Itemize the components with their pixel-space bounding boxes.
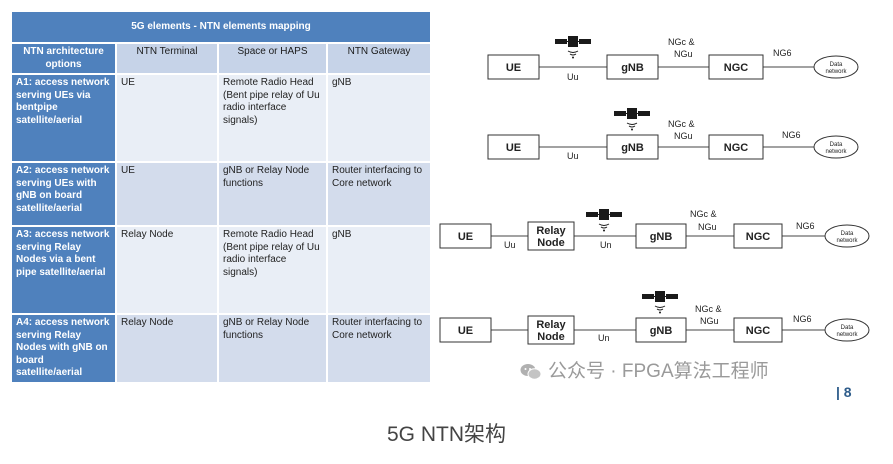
ngc-box xyxy=(733,317,783,343)
diagram-row-4: UE Relay Node gNB NGC Un NGc & NGu NG6 D… xyxy=(439,290,870,345)
diagram-row-3: UE Relay Node gNB NGC Uu Un NGc & NGu NG… xyxy=(439,208,870,251)
satellite-icon xyxy=(585,208,623,232)
ngc-amp-label: NGc & xyxy=(690,209,717,219)
ngc-amp-label: NGc & xyxy=(668,119,695,129)
page-number: | 8 xyxy=(836,384,852,400)
figure-caption: 5G NTN架构 xyxy=(386,423,506,446)
data-network-label: Data xyxy=(830,142,843,148)
ngu-label: NGu xyxy=(698,222,717,232)
ngu-label: NGu xyxy=(700,316,719,326)
ntn-architecture-diagram: UE gNB NGC Uu NGc & NGu NG6 Data network… xyxy=(439,35,870,345)
ue-box xyxy=(487,54,540,80)
satellite-icon xyxy=(641,290,679,314)
ngc-label: NGC xyxy=(724,62,749,74)
ng6-label: NG6 xyxy=(796,221,815,231)
data-network-label: network xyxy=(825,69,847,75)
gnb-box xyxy=(635,223,687,249)
ngc-label: NGC xyxy=(724,142,749,154)
data-network-label: network xyxy=(825,149,847,155)
row-gateway: Router interfacing to Core network xyxy=(328,315,430,382)
ue-label: UE xyxy=(458,325,473,337)
row-option: A2: access network serving UEs with gNB … xyxy=(12,163,115,225)
table-row: A3: access network serving Relay Nodes v… xyxy=(12,227,430,313)
row-terminal: UE xyxy=(117,75,217,161)
ngc-amp-label: NGc & xyxy=(668,37,695,47)
column-header-architecture: NTN architecture options xyxy=(12,44,115,73)
ngc-box xyxy=(733,223,783,249)
gnb-box xyxy=(606,54,659,80)
data-network-label: network xyxy=(836,238,858,244)
ngu-label: NGu xyxy=(674,49,693,59)
row-gateway: gNB xyxy=(328,75,430,161)
data-network-label: Data xyxy=(841,231,854,237)
ngc-box xyxy=(708,134,764,160)
ue-box xyxy=(439,223,492,249)
row-gateway: gNB xyxy=(328,227,430,313)
gnb-label: gNB xyxy=(650,325,673,337)
ng6-label: NG6 xyxy=(773,48,792,58)
gnb-label: gNB xyxy=(621,142,644,154)
uu-label: Uu xyxy=(567,151,579,161)
diagram-row-2: UE gNB NGC Uu NGc & NGu NG6 Data network xyxy=(487,107,859,161)
column-header-gateway: NTN Gateway xyxy=(328,44,430,73)
table-row: A1: access network serving UEs via bentp… xyxy=(12,75,430,161)
gnb-label: gNB xyxy=(621,62,644,74)
ngu-label: NGu xyxy=(674,131,693,141)
ue-label: UE xyxy=(458,231,473,243)
row-space: gNB or Relay Node functions xyxy=(219,163,326,225)
diagram-row-1: UE gNB NGC Uu NGc & NGu NG6 Data network xyxy=(487,35,859,82)
ue-box xyxy=(487,134,540,160)
row-space: Remote Radio Head (Bent pipe relay of Uu… xyxy=(219,75,326,161)
satellite-icon xyxy=(554,35,592,59)
ntn-mapping-table: 5G elements - NTN elements mapping NTN a… xyxy=(10,10,432,384)
gnb-label: gNB xyxy=(650,231,673,243)
row-terminal: UE xyxy=(117,163,217,225)
row-option: A1: access network serving UEs via bentp… xyxy=(12,75,115,161)
relay-node-label: Node xyxy=(537,331,565,343)
wechat-watermark: 公众号 · FPGA算法工程师 xyxy=(520,356,769,383)
slide: 5G elements - NTN elements mapping NTN a… xyxy=(10,10,870,400)
table-title: 5G elements - NTN elements mapping xyxy=(12,12,430,42)
wechat-icon xyxy=(520,363,542,380)
ngc-label: NGC xyxy=(746,231,771,243)
row-gateway: Router interfacing to Core network xyxy=(328,163,430,225)
gnb-box xyxy=(606,134,659,160)
ue-label: UE xyxy=(506,62,521,74)
watermark-text: 公众号 · FPGA算法工程师 xyxy=(548,361,769,382)
ng6-label: NG6 xyxy=(782,130,801,140)
row-option: A3: access network serving Relay Nodes v… xyxy=(12,227,115,313)
row-terminal: Relay Node xyxy=(117,315,217,382)
un-label: Un xyxy=(600,240,612,250)
row-space: Remote Radio Head (Bent pipe relay of Uu… xyxy=(219,227,326,313)
table-row: A2: access network serving UEs with gNB … xyxy=(12,163,430,225)
row-option: A4: access network serving Relay Nodes w… xyxy=(12,315,115,382)
relay-node-label: Relay xyxy=(536,225,566,237)
relay-node-label: Relay xyxy=(536,319,566,331)
ue-label: UE xyxy=(506,142,521,154)
data-network-label: network xyxy=(836,332,858,338)
satellite-icon xyxy=(613,107,651,131)
relay-node-label: Node xyxy=(537,237,565,249)
data-network-label: Data xyxy=(841,325,854,331)
column-header-terminal: NTN Terminal xyxy=(117,44,217,73)
table-row: A4: access network serving Relay Nodes w… xyxy=(12,315,430,382)
un-label: Un xyxy=(598,333,610,343)
row-terminal: Relay Node xyxy=(117,227,217,313)
ngc-amp-label: NGc & xyxy=(695,304,722,314)
ue-box xyxy=(439,317,492,343)
gnb-box xyxy=(635,317,687,343)
uu-label: Uu xyxy=(504,240,516,250)
ngc-box xyxy=(708,54,764,80)
relay-node-box xyxy=(527,315,575,345)
column-header-space: Space or HAPS xyxy=(219,44,326,73)
row-space: gNB or Relay Node functions xyxy=(219,315,326,382)
ngc-label: NGC xyxy=(746,325,771,337)
uu-label: Uu xyxy=(567,72,579,82)
ng6-label: NG6 xyxy=(793,314,812,324)
relay-node-box xyxy=(527,221,575,251)
data-network-label: Data xyxy=(830,62,843,68)
